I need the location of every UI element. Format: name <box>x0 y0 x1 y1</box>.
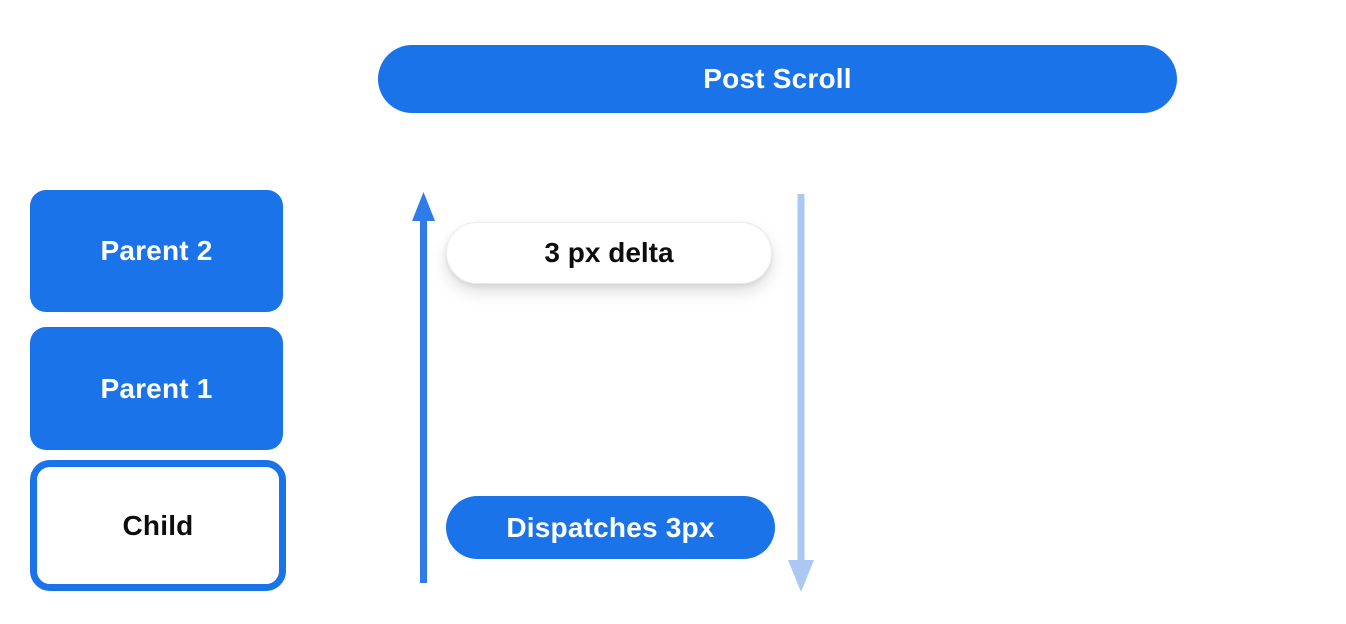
up-arrow-icon <box>412 192 435 583</box>
delta-value-pill: 3 px delta <box>446 222 772 284</box>
child-node: Child <box>30 460 286 591</box>
post-scroll-phase-pill: Post Scroll <box>378 45 1177 113</box>
parent2-node: Parent 2 <box>30 190 283 312</box>
dispatches-pill: Dispatches 3px <box>446 496 775 559</box>
down-arrow-icon <box>788 194 814 592</box>
parent1-node: Parent 1 <box>30 327 283 450</box>
